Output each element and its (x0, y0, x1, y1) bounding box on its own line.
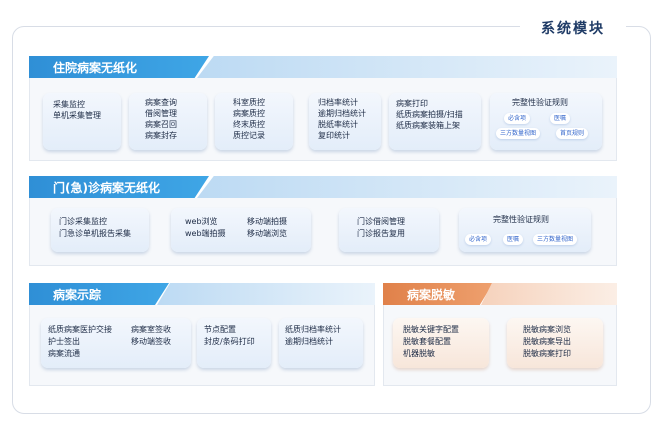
section-outpatient-title: 门(急)诊病案无纸化 (53, 180, 160, 195)
card-line: 病案室签收 (131, 325, 171, 334)
card-line: 纸质病案医护交接 (48, 325, 112, 334)
card-line: 脱纸率统计 (318, 120, 358, 129)
section-inpatient-title: 住院病案无纸化 (53, 60, 138, 75)
rule-tag: 必含项 (504, 113, 531, 124)
card-line: 移动端签收 (131, 337, 171, 346)
card-line: 纸质病案装箱上架 (396, 121, 460, 130)
card-line: 逾期归档统计 (318, 109, 366, 118)
rule-tag: 三方数量视图 (533, 234, 578, 245)
section-inpatient: 住院病案无纸化 采集监控 单机采集管理 病案查询 借阅管理 病案召回 病案封存 … (29, 56, 617, 161)
card-line: 封皮/条码打印 (204, 337, 255, 346)
card-line: 病案召回 (145, 120, 177, 129)
card-line: 护士签出 (48, 337, 80, 346)
card-line: 纸质归档率统计 (285, 325, 341, 334)
card-line: 逾期归档统计 (285, 337, 333, 346)
rule-tag: 必含项 (465, 234, 492, 245)
section-desensitize: 病案脱敏 脱敏关键字配置 脱敏套餐配置 机器脱敏 脱敏病案浏览 脱敏病案导出 脱… (383, 283, 617, 386)
card-line: 病案流通 (48, 349, 80, 358)
card-line: 脱敏套餐配置 (403, 337, 451, 346)
card-node-config: 节点配置 封皮/条码打印 (197, 318, 271, 368)
card-line: 终末质控 (233, 120, 265, 129)
card-print: 病案打印 纸质病案拍摄/扫描 纸质病案装箱上架 (389, 93, 481, 150)
section-outpatient: 门(急)诊病案无纸化 门诊采集监控 门急诊单机报告采集 web浏览 web端拍摄… (29, 176, 617, 266)
card-line: 科室质控 (233, 98, 265, 107)
card-line: 病案封存 (145, 131, 177, 140)
card-line: 借阅管理 (145, 109, 177, 118)
card-line: 病案质控 (233, 109, 265, 118)
rule-tag: 医嘱 (503, 234, 524, 245)
card-outpatient-borrow: 门诊借阅管理 门诊报告复用 (339, 208, 439, 252)
title-wrap: 系统模块 (520, 16, 626, 40)
card-collect: 采集监控 单机采集管理 (43, 93, 121, 150)
card-line: 脱敏关键字配置 (403, 325, 459, 334)
rule-tag: 医嘱 (550, 113, 571, 124)
section-desensitize-title: 病案脱敏 (407, 287, 456, 302)
card-line: 脱敏病案打印 (523, 349, 571, 358)
card-line: 采集监控 (53, 100, 85, 109)
section-desensitize-header-tail (481, 283, 617, 305)
section-tracking-title: 病案示踪 (53, 287, 102, 302)
section-tracking: 病案示踪 纸质病案医护交接 护士签出 病案流通 病案室签收 移动端签收 节点配置… (29, 283, 375, 386)
card-line: 移动端拍摄 (247, 217, 287, 226)
section-inpatient-header: 住院病案无纸化 (29, 56, 209, 78)
card-desensitize-browse: 脱敏病案浏览 脱敏病案导出 脱敏病案打印 (507, 318, 603, 368)
card-line: 复印统计 (318, 131, 350, 140)
card-line: 纸质病案拍摄/扫描 (396, 110, 463, 119)
card-line: 归档率统计 (318, 98, 358, 107)
card-line: 单机采集管理 (53, 111, 101, 120)
rules-title: 完整性验证规则 (493, 215, 549, 224)
card-line: 病案查询 (145, 98, 177, 107)
card-outpatient-collect: 门诊采集监控 门急诊单机报告采集 (51, 208, 149, 252)
section-tracking-header: 病案示踪 (29, 283, 169, 305)
card-line: web端拍摄 (185, 229, 226, 238)
card-statistics: 归档率统计 逾期归档统计 脱纸率统计 复印统计 (309, 93, 381, 150)
card-line: 脱敏病案浏览 (523, 325, 571, 334)
section-desensitize-header: 病案脱敏 (383, 283, 493, 305)
card-line: 门诊借阅管理 (357, 217, 405, 226)
card-handover: 纸质病案医护交接 护士签出 病案流通 病案室签收 移动端签收 (41, 318, 191, 368)
card-line: 移动端浏览 (247, 229, 287, 238)
card-line: web浏览 (185, 217, 218, 226)
card-outpatient-web-mobile: web浏览 web端拍摄 移动端拍摄 移动端浏览 (171, 208, 311, 252)
rule-tag: 首页规则 (556, 128, 589, 139)
rule-tag: 三方数量视图 (496, 128, 541, 139)
section-tracking-header-tail (157, 283, 375, 305)
card-line: 门诊采集监控 (59, 217, 107, 226)
card-desensitize-config: 脱敏关键字配置 脱敏套餐配置 机器脱敏 (393, 318, 489, 368)
card-outpatient-rules: 完整性验证规则 必含项 医嘱 三方数量视图 (459, 208, 591, 252)
card-line: 机器脱敏 (403, 349, 435, 358)
section-outpatient-header-tail (197, 176, 617, 198)
card-borrow: 病案查询 借阅管理 病案召回 病案封存 (129, 93, 207, 150)
section-inpatient-header-tail (197, 56, 617, 78)
card-rules: 完整性验证规则 必含项 医嘱 三方数量视图 首页规则 (490, 93, 602, 150)
card-line: 脱敏病案导出 (523, 337, 571, 346)
section-outpatient-header: 门(急)诊病案无纸化 (29, 176, 209, 198)
card-quality: 科室质控 病案质控 终末质控 质控记录 (215, 93, 293, 150)
card-line: 质控记录 (233, 131, 265, 140)
card-line: 门诊报告复用 (357, 229, 405, 238)
card-archive-stats: 纸质归档率统计 逾期归档统计 (279, 318, 363, 368)
card-line: 节点配置 (204, 325, 236, 334)
card-line: 病案打印 (396, 99, 428, 108)
rules-title: 完整性验证规则 (512, 98, 568, 107)
card-line: 门急诊单机报告采集 (59, 229, 131, 238)
page-title: 系统模块 (541, 21, 605, 37)
